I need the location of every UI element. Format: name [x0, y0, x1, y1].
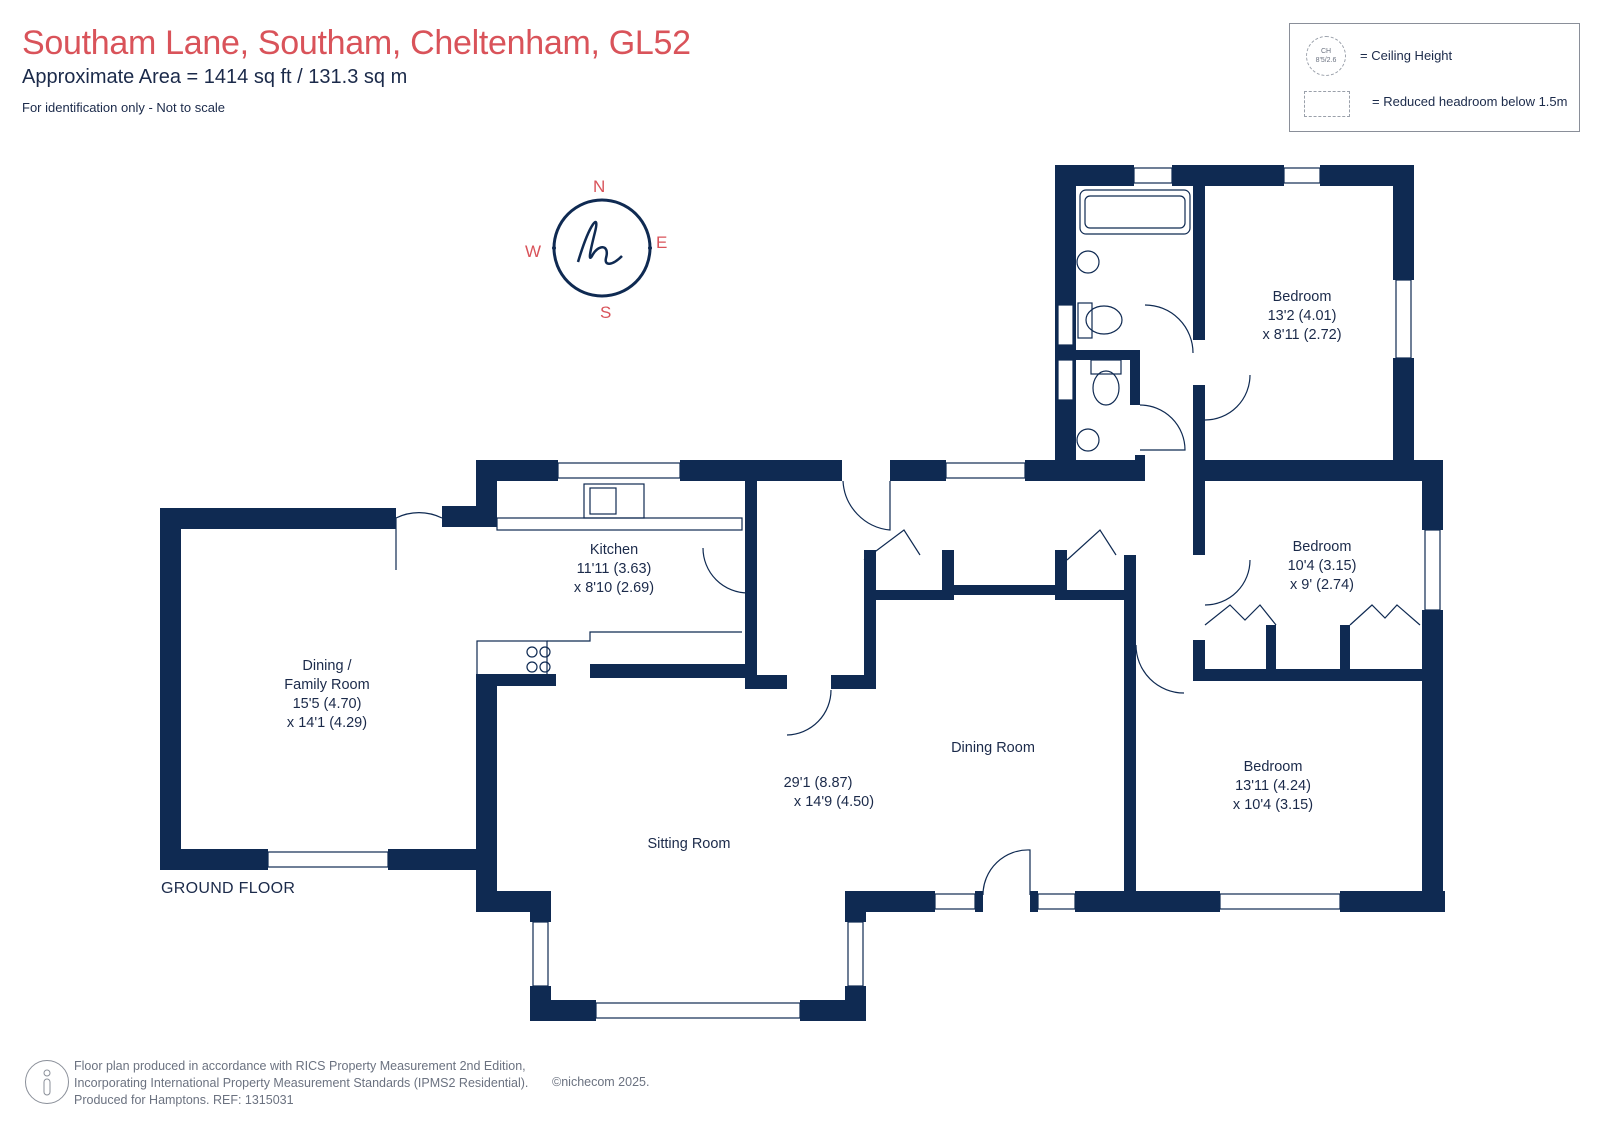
bedroom-1-dim-2: x 8'11 (2.72) [1262, 327, 1341, 343]
bedroom-2-dim-1: 10'4 (3.15) [1288, 558, 1357, 574]
compass-west: W [525, 242, 541, 261]
bedroom-3-dim-2: x 10'4 (3.15) [1233, 797, 1313, 813]
walls [160, 165, 1445, 1021]
bedroom-3-dim-1: 13'11 (4.24) [1235, 778, 1311, 794]
sink-icon [583, 483, 645, 519]
sitting-room-name: Sitting Room [647, 836, 730, 852]
kitchen-dim-1: 11'11 (3.63) [577, 561, 652, 577]
family-room-dim-2: x 14'1 (4.29) [287, 715, 367, 731]
kitchen-name: Kitchen [590, 542, 638, 558]
windows [267, 167, 1441, 1019]
info-icon [25, 1060, 69, 1104]
living-dim-2: x 14'9 (4.50) [794, 794, 874, 810]
living-dim-1: 29'1 (8.87) [784, 775, 853, 791]
reduced-headroom-label: = Reduced headroom below 1.5m [1372, 94, 1568, 109]
compass-icon: N S E W [525, 177, 667, 322]
dining-room-name: Dining Room [951, 740, 1035, 756]
footer-line-3: Produced for Hamptons. REF: 1315031 [74, 1093, 294, 1107]
family-room-name-1: Dining / [302, 658, 352, 674]
floor-label: GROUND FLOOR [161, 880, 296, 897]
room-labels: Dining / Family Room 15'5 (4.70) x 14'1 … [284, 289, 1356, 852]
toilet-icon [1077, 302, 1093, 339]
approximate-area: Approximate Area = 1414 sq ft / 131.3 sq… [22, 66, 408, 88]
basin-icon [1076, 250, 1100, 274]
bedroom-2-name: Bedroom [1293, 539, 1352, 555]
bedroom-3-name: Bedroom [1244, 759, 1303, 775]
ceiling-height-label: = Ceiling Height [1360, 48, 1453, 63]
page-title: Southam Lane, Southam, Cheltenham, GL52 [22, 24, 691, 62]
scale-note: For identification only - Not to scale [22, 100, 226, 115]
bedroom-1-dim-1: 13'2 (4.01) [1268, 308, 1337, 324]
footer-text: Floor plan produced in accordance with R… [74, 1058, 528, 1109]
fixtures [476, 189, 1421, 682]
hob-icon [476, 640, 548, 682]
bedroom-2-dim-2: x 9' (2.74) [1290, 577, 1354, 593]
family-room-dim-1: 15'5 (4.70) [293, 696, 362, 712]
copyright: ©nichecom 2025. [552, 1075, 650, 1089]
family-room-name-2: Family Room [284, 677, 369, 693]
footer-line-2: Incorporating International Property Mea… [74, 1076, 529, 1090]
kitchen-dim-2: x 8'10 (2.69) [574, 580, 654, 596]
compass-east: E [656, 233, 667, 252]
bedroom-1-name: Bedroom [1273, 289, 1332, 305]
compass-south: S [600, 303, 611, 322]
compass-north: N [593, 177, 605, 196]
reduced-headroom-icon [1304, 91, 1350, 117]
bath-icon [1079, 189, 1191, 235]
footer-line-1: Floor plan produced in accordance with R… [74, 1059, 526, 1073]
doors [395, 304, 1251, 896]
